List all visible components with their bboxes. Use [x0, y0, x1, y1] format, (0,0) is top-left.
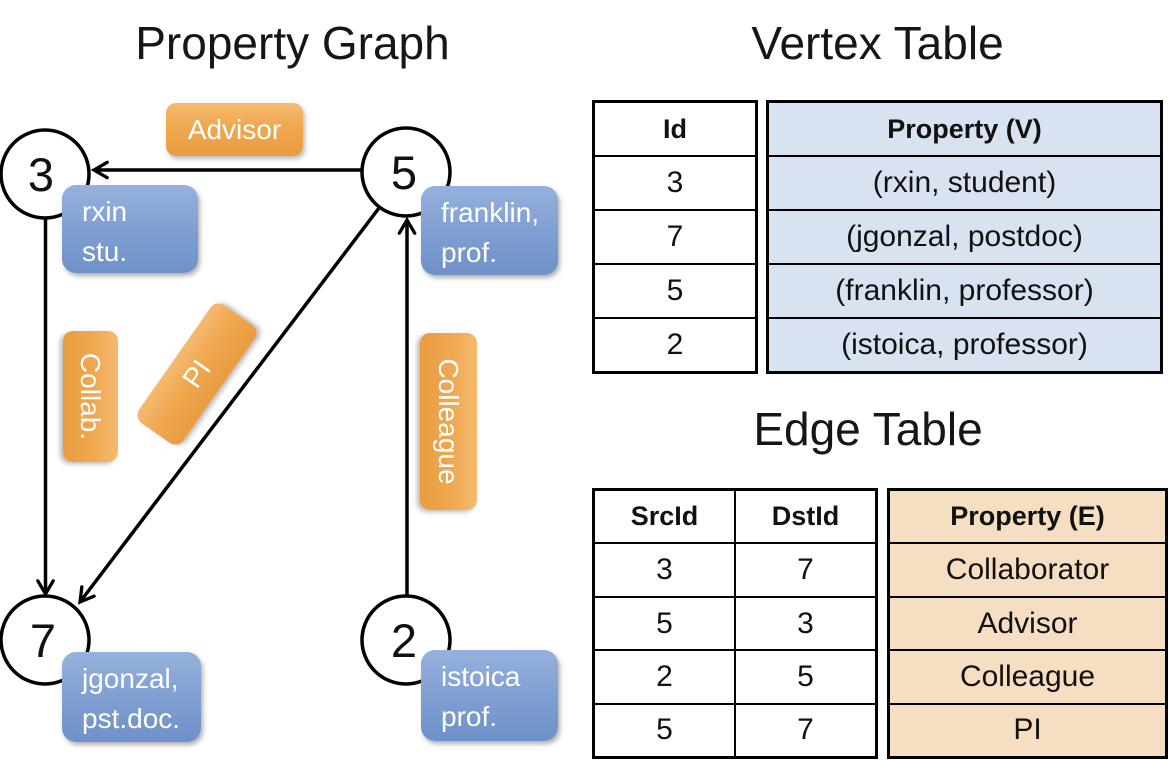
- vertex-table-id-header: Id: [663, 113, 687, 144]
- vertex-table-title: Vertex Table: [751, 17, 1004, 69]
- vertex-property-box-7: jgonzal, pst.doc.: [62, 652, 201, 742]
- vertex-property-line2: prof.: [441, 237, 498, 268]
- edge-table-dst-column: DstId 7 3 5 7: [734, 491, 875, 756]
- vertex-id-7: 7: [30, 614, 56, 667]
- edge-table-property-cell: Colleague: [890, 649, 1165, 702]
- edge-table-dst-cell: 3: [736, 595, 875, 649]
- edge-table-property-cell: PI: [890, 702, 1165, 756]
- edge-table-dst-cell: 5: [736, 649, 875, 702]
- vertex-property-line2: stu.: [82, 236, 128, 267]
- edge-label-colleague: Colleague: [420, 333, 477, 510]
- vertex-property-box-2: istoica prof.: [421, 650, 558, 741]
- vertex-property-line2: prof.: [441, 701, 498, 732]
- edge-table-src-header: SrcId: [630, 501, 699, 532]
- edge-table-src-cell: 2: [595, 649, 734, 702]
- vertex-table-id-cell: 3: [595, 155, 755, 209]
- vertex-property-line1: franklin,: [441, 197, 540, 228]
- edge-label-pi-text: PI: [176, 353, 217, 394]
- vertex-table-id-column: Id 3 7 5 2: [592, 100, 758, 374]
- vertex-table-property-cell: (rxin, student): [769, 155, 1160, 209]
- property-graph-title: Property Graph: [135, 17, 450, 69]
- edge-label-colleague-text: Colleague: [433, 358, 465, 485]
- edge-table-dst-header: DstId: [771, 501, 840, 532]
- vertex-id-2: 2: [391, 614, 417, 667]
- edge-table-src-cell: 5: [595, 595, 734, 649]
- vertex-table-property-cell: (istoica, professor): [769, 317, 1160, 371]
- edge-table-src-cell: 5: [595, 702, 734, 756]
- edge-label-advisor-text: Advisor: [187, 113, 282, 145]
- edge-pi-arrow: [78, 206, 381, 605]
- edge-table-title: Edge Table: [753, 403, 983, 455]
- vertex-table-property-header: Property (V): [887, 113, 1042, 144]
- vertex-id-5: 5: [391, 146, 417, 199]
- vertex-table-property-cell: (jgonzal, postdoc): [769, 209, 1160, 263]
- vertex-table-id-cell: 2: [595, 317, 755, 371]
- edge-label-collab: Collab.: [63, 331, 118, 462]
- edge-table-property-header: Property (E): [950, 501, 1105, 532]
- edge-table-property-cell: Advisor: [890, 595, 1165, 649]
- vertex-property-line1: jgonzal,: [82, 663, 179, 694]
- vertex-property-line2: pst.doc.: [82, 703, 181, 734]
- edge-table-property-column: Property (E) Collaborator Advisor Collea…: [887, 488, 1168, 759]
- edge-table-id-columns: SrcId 3 5 2 5 DstId 7 3 5 7: [592, 488, 878, 759]
- edge-label-collab-text: Collab.: [75, 352, 107, 441]
- vertex-property-line1: rxin: [82, 196, 128, 227]
- edge-table-src-column: SrcId 3 5 2 5: [595, 491, 734, 756]
- vertex-id-3: 3: [28, 148, 54, 201]
- vertex-property-box-3: rxin stu.: [62, 185, 198, 273]
- edge-label-advisor: Advisor: [166, 103, 303, 156]
- edge-table-src-cell: 3: [595, 542, 734, 595]
- vertex-property-box-5: franklin, prof.: [421, 186, 558, 275]
- vertex-table-property-column: Property (V) (rxin, student) (jgonzal, p…: [766, 100, 1163, 374]
- vertex-table-id-cell: 5: [595, 263, 755, 317]
- vertex-table-property-cell: (franklin, professor): [769, 263, 1160, 317]
- edge-table-dst-cell: 7: [736, 542, 875, 595]
- edge-table-dst-cell: 7: [736, 702, 875, 756]
- vertex-property-line1: istoica: [441, 661, 521, 692]
- edge-table-property-cell: Collaborator: [890, 542, 1165, 595]
- vertex-table-id-cell: 7: [595, 209, 755, 263]
